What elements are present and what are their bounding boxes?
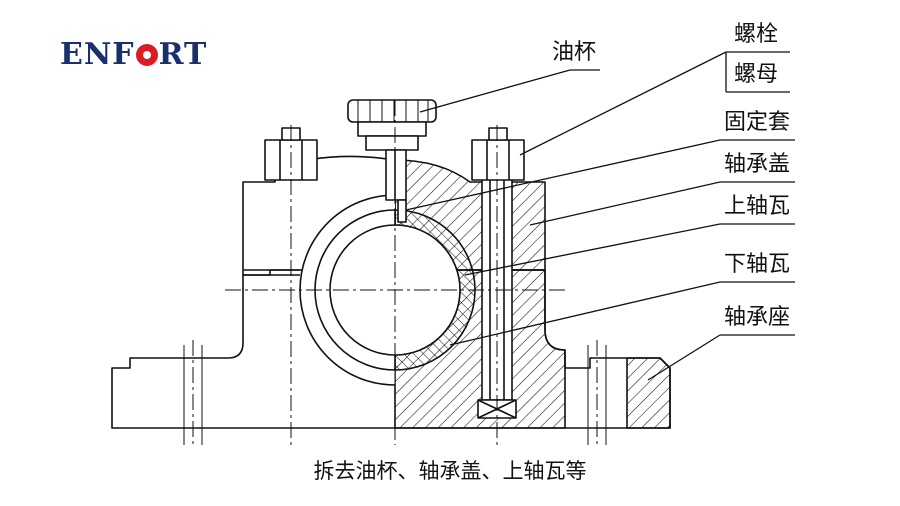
leader-bearing-cap (529, 181, 721, 226)
leader-lower-bush (449, 281, 721, 346)
right-bolt-nut (471, 139, 525, 181)
label-bolt: 螺栓 (734, 22, 779, 47)
label-bearing-seat: 轴承座 (724, 305, 791, 330)
label-nut: 螺母 (734, 62, 779, 87)
logo-o-icon (135, 44, 158, 66)
leader-retaining-sleeve (405, 139, 721, 211)
leader-oil-cup (419, 69, 571, 113)
oil-cup-stem (385, 149, 407, 201)
seat-foot-section (626, 357, 671, 429)
leader-bolt-nut (519, 51, 727, 156)
label-bearing-cap: 轴承盖 (724, 152, 791, 177)
label-oil-cup: 油杯 (552, 40, 597, 65)
label-retaining-sleeve: 固定套 (724, 110, 791, 135)
diagram-caption: 拆去油杯、轴承盖、上轴瓦等 (313, 459, 587, 483)
label-lower-bush: 下轴瓦 (724, 252, 791, 277)
leader-upper-bush (464, 223, 721, 276)
label-upper-bush: 上轴瓦 (724, 194, 791, 219)
leader-bearing-seat (647, 334, 721, 381)
oil-cup-body (357, 121, 427, 137)
